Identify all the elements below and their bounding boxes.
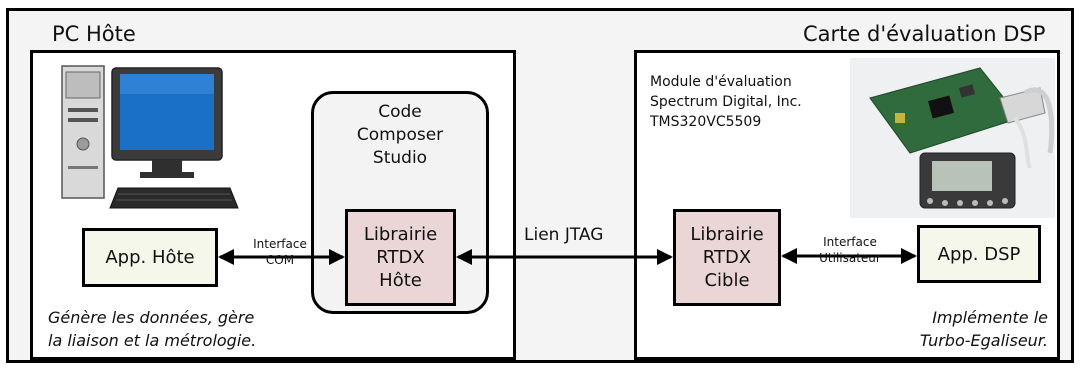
- user-interface-label: Interface Utilisateur: [819, 235, 881, 265]
- ccs-label: Code Composer Studio: [356, 102, 444, 168]
- host-rtdx-library-box: Librairie RTDX Hôte: [345, 209, 456, 306]
- jtag-link-label: Lien JTAG: [524, 225, 604, 245]
- host-panel-title: PC Hôte: [52, 22, 136, 46]
- dsp-panel-title: Carte d'évaluation DSP: [803, 22, 1046, 46]
- com-interface-label: Interface COM: [253, 237, 307, 267]
- module-description: Module d'évaluation Spectrum Digital, In…: [650, 74, 802, 130]
- dsp-description: Implémente le Turbo-Egaliseur.: [919, 308, 1048, 350]
- host-description: Génère les données, gère la liaison et l…: [48, 308, 257, 350]
- computer-icon: [61, 65, 239, 209]
- dsp-board-icon: [850, 58, 1055, 218]
- host-app-box: App. Hôte: [82, 228, 218, 287]
- dsp-app-box: App. DSP: [917, 225, 1041, 283]
- target-rtdx-library-box: Librairie RTDX Cible: [673, 209, 781, 306]
